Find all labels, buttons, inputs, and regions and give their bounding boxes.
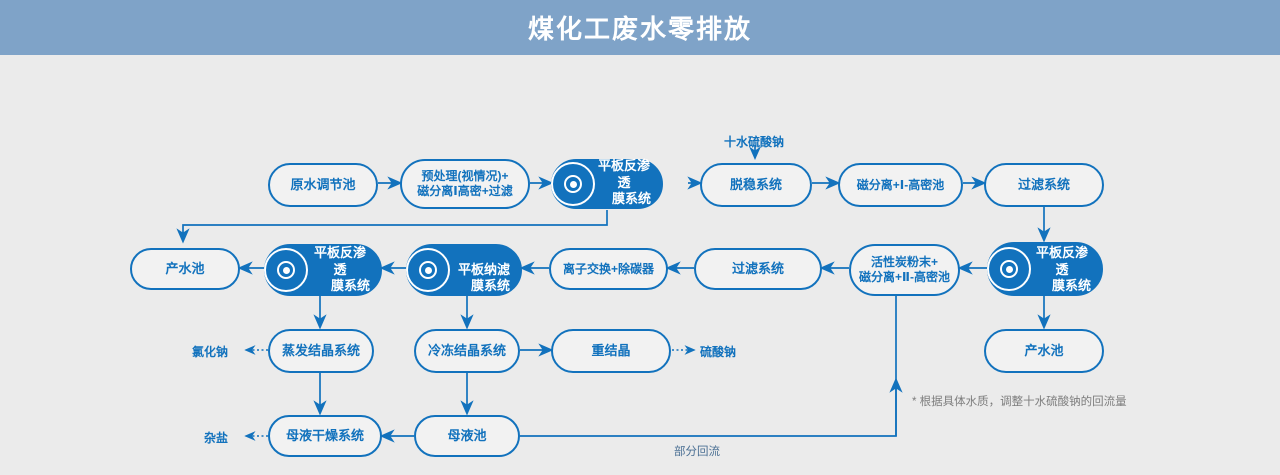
- label-output-sodium-sulfate: 硫酸钠: [700, 345, 737, 359]
- footnote-text: * 根据具体水质，调整十水硫酸钠的回流量: [912, 396, 1127, 408]
- node-filtration-2[interactable]: 过滤系统: [694, 248, 822, 290]
- node-label-line1: 平板反渗透: [1035, 245, 1088, 277]
- flowchart-canvas: 原水调节池 预处理(视情况)+ 磁分离Ⅰ高密+过滤 平板反渗透 膜系统 脱稳系统…: [0, 55, 1280, 475]
- node-product-water-tank-2[interactable]: 产水池: [984, 329, 1104, 373]
- node-label-line1: 活性炭粉末+: [870, 255, 938, 269]
- node-label: 离子交换+除碳器: [562, 261, 654, 276]
- node-label: 原水调节池: [290, 176, 356, 192]
- node-label: 产水池: [1024, 342, 1064, 358]
- node-activated-carbon-magnetic-sep-2[interactable]: 活性炭粉末+ 磁分离+Ⅱ-高密池: [849, 244, 960, 296]
- node-label: 重结晶: [591, 342, 631, 358]
- node-ro-membrane-2[interactable]: 平板反渗透 膜系统: [264, 244, 382, 296]
- page-header: 煤化工废水零排放: [0, 0, 1280, 55]
- node-filtration-1[interactable]: 过滤系统: [984, 163, 1104, 207]
- node-label: 母液干燥系统: [285, 427, 364, 443]
- node-product-water-tank-1[interactable]: 产水池: [130, 248, 240, 290]
- node-freeze-crystallizer[interactable]: 冷冻结晶系统: [414, 329, 520, 373]
- node-label-line1: 预处理(视情况)+: [421, 169, 509, 183]
- node-label-line2: 磁分离Ⅰ高密+过滤: [417, 184, 513, 198]
- node-recrystallization[interactable]: 重结晶: [551, 329, 671, 373]
- node-label: 产水池: [165, 260, 205, 276]
- node-label: 蒸发结晶系统: [281, 342, 360, 358]
- node-label: 冷冻结晶系统: [427, 342, 506, 358]
- node-label: 过滤系统: [1017, 176, 1070, 192]
- node-label-line2: 膜系统: [470, 277, 510, 293]
- node-label-line2: 膜系统: [611, 190, 651, 206]
- membrane-disc-icon: [406, 248, 450, 292]
- label-input-chemical: 十水硫酸钠: [724, 135, 785, 149]
- node-mother-liquor-dryer[interactable]: 母液干燥系统: [268, 415, 382, 457]
- membrane-disc-icon: [551, 162, 595, 206]
- node-raw-water-tank[interactable]: 原水调节池: [268, 163, 378, 207]
- node-label-line2: 膜系统: [330, 277, 370, 293]
- node-label: 磁分离+Ⅰ-高密池: [856, 177, 945, 192]
- node-label-line2: 磁分离+Ⅱ-高密池: [859, 270, 950, 284]
- label-partial-return: 部分回流: [674, 446, 720, 458]
- label-output-mixed-salt: 杂盐: [204, 431, 229, 445]
- page-title: 煤化工废水零排放: [527, 14, 752, 44]
- node-mother-liquor-tank[interactable]: 母液池: [414, 415, 520, 457]
- label-output-sodium-chloride: 氯化钠: [192, 345, 229, 359]
- node-nf-membrane[interactable]: 平板纳滤 膜系统: [406, 244, 522, 296]
- node-ion-exchange[interactable]: 离子交换+除碳器: [549, 248, 668, 290]
- node-label: 脱稳系统: [729, 176, 782, 192]
- node-evaporation-crystallizer[interactable]: 蒸发结晶系统: [268, 329, 374, 373]
- membrane-disc-icon: [264, 248, 308, 292]
- node-destabilization[interactable]: 脱稳系统: [700, 163, 812, 207]
- node-label: 母液池: [447, 427, 487, 443]
- node-magnetic-sep-1[interactable]: 磁分离+Ⅰ-高密池: [838, 163, 963, 207]
- node-ro-membrane-1[interactable]: 平板反渗透 膜系统: [551, 158, 663, 209]
- node-ro-membrane-3[interactable]: 平板反渗透 膜系统: [987, 242, 1103, 296]
- node-label-line2: 膜系统: [1051, 277, 1091, 293]
- node-label-line1: 平板反渗透: [313, 245, 366, 277]
- node-label-line1: 平板反渗透: [597, 158, 650, 190]
- node-label: 过滤系统: [731, 260, 784, 276]
- membrane-disc-icon: [987, 247, 1031, 291]
- node-label-line1: 平板纳滤: [457, 261, 510, 277]
- node-pretreatment[interactable]: 预处理(视情况)+ 磁分离Ⅰ高密+过滤: [400, 159, 530, 209]
